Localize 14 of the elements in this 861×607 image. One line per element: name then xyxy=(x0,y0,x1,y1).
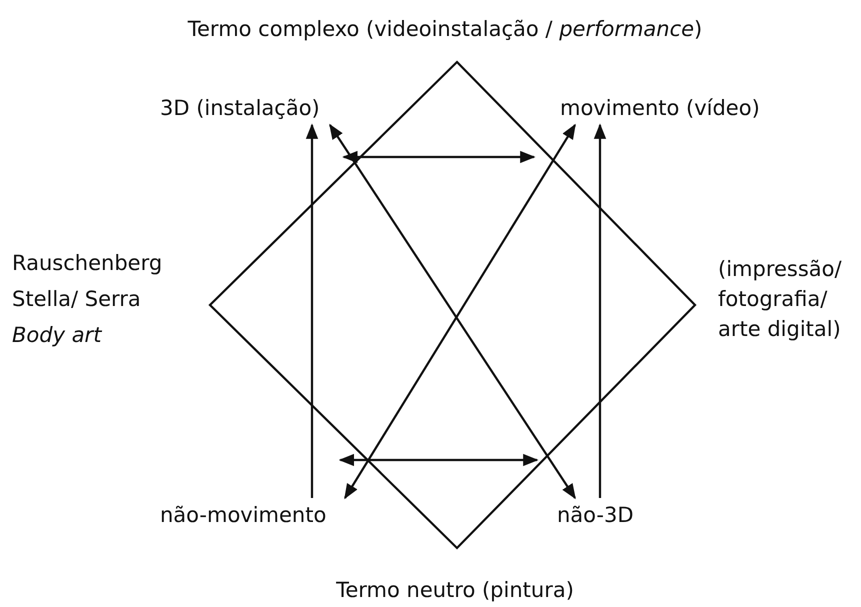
arrow xyxy=(342,150,536,164)
side-note: Body art xyxy=(12,322,102,349)
arrow xyxy=(594,123,606,498)
diagram-title: Termo complexo (videoinstalação / performance) xyxy=(188,16,702,43)
corner-term: não-3D xyxy=(557,500,634,530)
corner-term: não-movimento xyxy=(160,500,326,530)
arrow xyxy=(338,454,539,466)
side-note: Stella/ Serra xyxy=(12,286,141,313)
side-note: (impressão/ fotografia/ arte digital) xyxy=(718,256,843,343)
arrow xyxy=(306,123,318,498)
corner-term: movimento (vídeo) xyxy=(560,93,760,123)
corner-term: 3D (instalação) xyxy=(160,93,320,123)
diagram-caption: Termo neutro (pintura) xyxy=(336,577,574,604)
side-note: Rauschenberg xyxy=(12,250,162,277)
